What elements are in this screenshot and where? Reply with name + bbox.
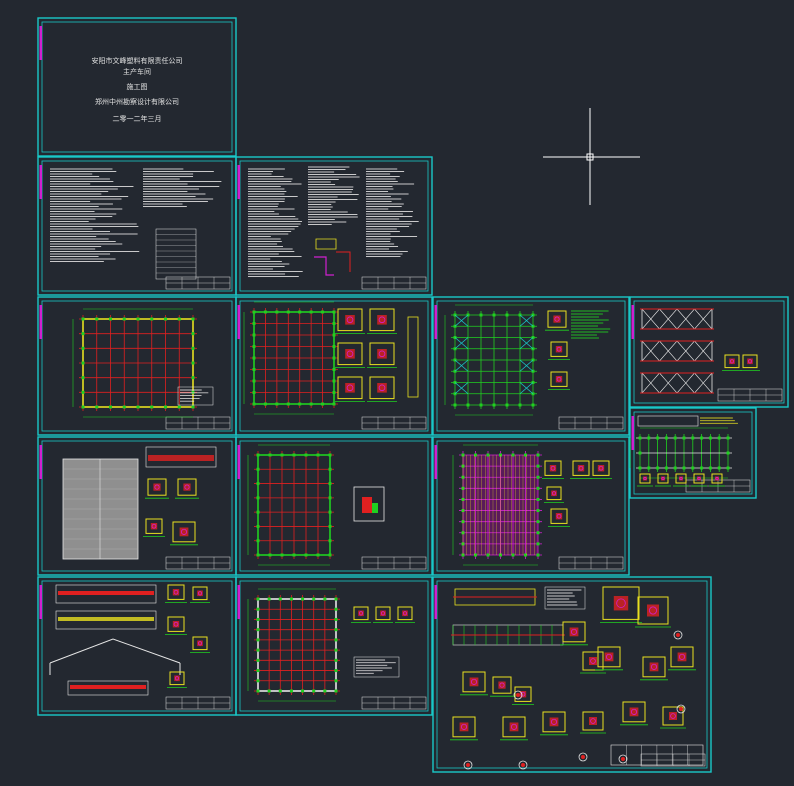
drawing-sheet-frame-elevations[interactable]: [37, 576, 237, 716]
drawing-sheet-purlin-plan[interactable]: [432, 436, 630, 576]
drawing-sheet-design-notes-1[interactable]: [37, 156, 237, 296]
drawing-sheet-column-bracing[interactable]: [629, 296, 789, 408]
crosshair-cursor: [543, 108, 640, 205]
drawing-sheet-frame-elevation-small[interactable]: [629, 407, 757, 499]
cover-designer: 郑州中州勘察设计有限公司: [95, 98, 179, 106]
drawing-sheet-roof-plan[interactable]: [37, 436, 237, 576]
cover-company: 安阳市文峰塑料有限责任公司: [91, 57, 183, 65]
drawing-sheet-roof-bracing-plan[interactable]: [432, 296, 630, 436]
drawing-sheet-wall-girt-plan[interactable]: [235, 576, 433, 716]
drawing-sheet-node-details[interactable]: [432, 576, 712, 773]
drawing-sheet-design-notes-2[interactable]: [235, 156, 433, 296]
drawing-sheet-column-layout[interactable]: [235, 436, 433, 576]
drawing-sheet-foundation-plan[interactable]: [235, 296, 433, 436]
cover-building: 主产车间: [123, 68, 151, 76]
cover-stage: 施工图: [126, 83, 148, 91]
cover-date: 二零一二年三月: [112, 115, 162, 123]
drawing-sheet-cover[interactable]: [37, 17, 237, 157]
drawing-sheet-anchor-plan[interactable]: [37, 296, 237, 436]
